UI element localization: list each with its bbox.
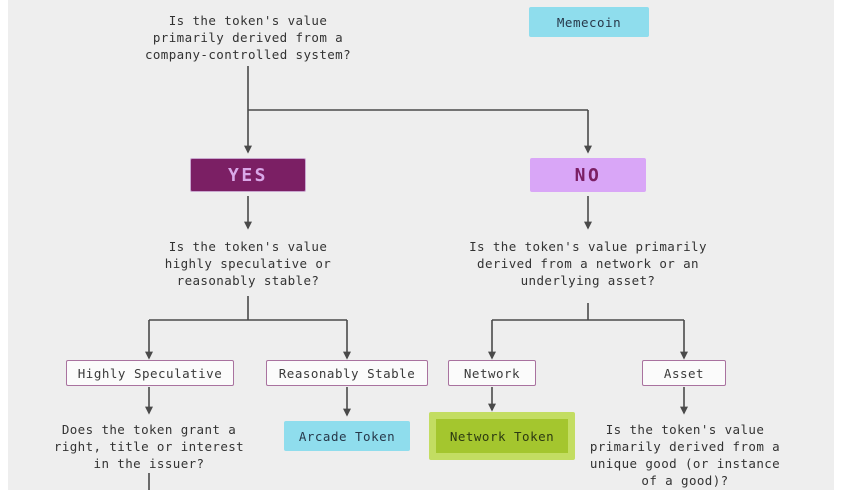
- leaf-unique-good-question: Is the token's value primarily derived f…: [589, 422, 781, 488]
- no-question: Is the token's value primarily derived f…: [469, 238, 707, 288]
- branch-no[interactable]: NO: [530, 158, 646, 192]
- diagram-canvas: Is the token's value primarily derived f…: [8, 0, 834, 490]
- chip-asset[interactable]: Asset: [642, 360, 726, 386]
- leaf-issuer-question: Does the token grant a right, title or i…: [53, 421, 245, 471]
- leaf-network-token[interactable]: Network Token: [429, 412, 575, 460]
- chip-reasonably-stable[interactable]: Reasonably Stable: [266, 360, 428, 386]
- yes-question: Is the token's value highly speculative …: [164, 238, 332, 288]
- legend-tile-memecoin[interactable]: Memecoin: [529, 7, 649, 37]
- leaf-arcade-token[interactable]: Arcade Token: [284, 421, 410, 451]
- chip-highly-speculative[interactable]: Highly Speculative: [66, 360, 234, 386]
- chip-network[interactable]: Network: [448, 360, 536, 386]
- branch-yes[interactable]: YES: [190, 158, 306, 192]
- root-question: Is the token's value primarily derived f…: [144, 12, 352, 62]
